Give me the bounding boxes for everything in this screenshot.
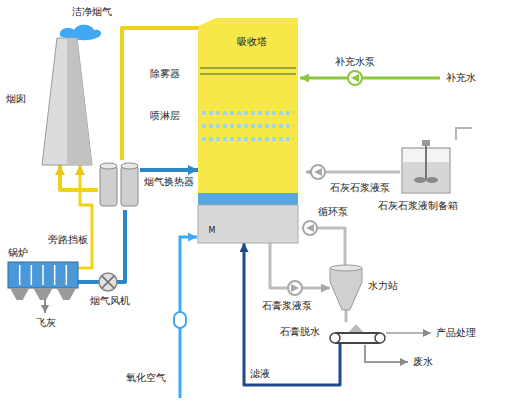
node-shape xyxy=(330,268,362,310)
node-label: 吸收塔 xyxy=(198,36,306,48)
part-label: 补充水 xyxy=(446,72,476,84)
blower-symbol xyxy=(174,312,186,328)
part-label: 石灰石浆液泵 xyxy=(330,182,390,194)
part-label: 废水 xyxy=(413,356,433,368)
waste-water-line xyxy=(365,345,408,362)
part-label: 补充水泵 xyxy=(335,56,375,68)
dewatering-belt: 石膏脱水 xyxy=(330,322,385,344)
part-label: 旁路挡板 xyxy=(48,234,88,246)
part-label: 除雾器 xyxy=(150,68,180,80)
part-label: 烟气风机 xyxy=(90,295,130,307)
flow-connector xyxy=(78,210,125,282)
flow-connector xyxy=(244,243,340,385)
node-label: 烟囱 xyxy=(6,93,26,105)
feed-line xyxy=(456,128,472,140)
part-label: 飞灰 xyxy=(36,317,56,329)
part-label: 滤液 xyxy=(250,368,270,380)
node-shape xyxy=(42,38,92,165)
node-shape xyxy=(198,18,298,243)
node-label: 锅炉 xyxy=(8,247,28,259)
flow-connector xyxy=(345,310,348,322)
makeup-water-line xyxy=(300,77,440,80)
flow-connector xyxy=(78,165,92,268)
hydrocyclone-node: 水力站 xyxy=(330,268,362,310)
part-label: 洁净烟气 xyxy=(72,6,112,18)
pump-symbol xyxy=(348,71,362,85)
boiler-node: 锅炉 xyxy=(8,262,78,300)
node-label: 水力站 xyxy=(368,280,398,292)
part-label: 喷淋层 xyxy=(150,110,180,122)
node-shape xyxy=(400,140,452,195)
motor-mark: M xyxy=(206,225,218,237)
part-label: 循环泵 xyxy=(318,206,348,218)
node-shape xyxy=(98,160,140,210)
product-line xyxy=(386,332,431,334)
pump-symbol xyxy=(311,165,325,179)
part-label: 石膏浆液泵 xyxy=(262,300,312,312)
flow-connector xyxy=(270,243,330,288)
fan-symbol xyxy=(99,273,117,291)
part-label: 产品处理 xyxy=(436,327,476,339)
node-label: 烟气换热器 xyxy=(144,176,194,188)
absorber-tower: 吸收塔 xyxy=(198,18,306,243)
flow-connector xyxy=(140,168,198,172)
heat-exchanger-node: 烟气换热器 xyxy=(98,160,140,210)
node-label: 石灰石浆液制备箱 xyxy=(378,200,458,212)
pump-symbol xyxy=(288,281,302,295)
node-shape xyxy=(8,262,78,300)
chimney-node: 烟囱 xyxy=(42,38,92,165)
part-label: 氧化空气 xyxy=(126,372,166,384)
node-label: 石膏脱水 xyxy=(280,326,320,338)
fly-ash-line xyxy=(44,300,46,313)
flow-connector xyxy=(122,28,198,160)
node-shape xyxy=(330,322,385,344)
pump-symbol xyxy=(303,221,317,235)
slurry-tank: 石灰石浆液制备箱 xyxy=(400,140,452,195)
